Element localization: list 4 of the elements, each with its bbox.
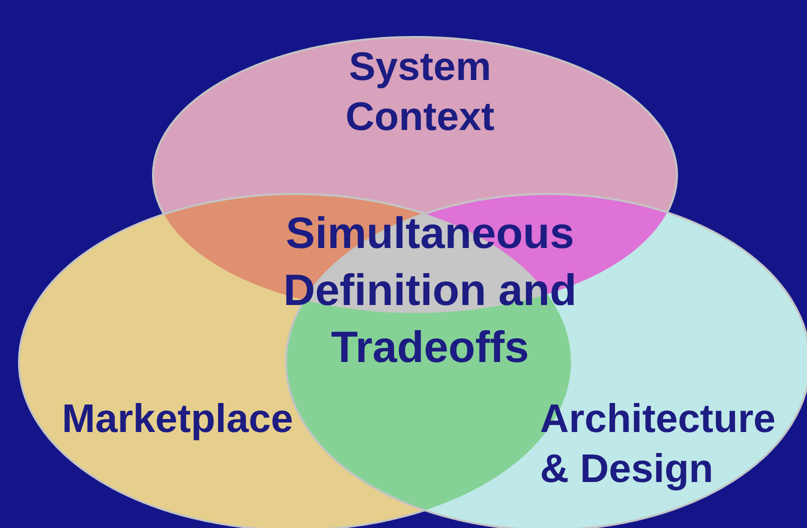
set-label: System Context bbox=[320, 42, 520, 142]
center-label: Simultaneous Definition and Tradeoffs bbox=[282, 208, 578, 374]
set-label: Architecture & Design bbox=[540, 394, 802, 494]
set-label: Marketplace bbox=[45, 394, 310, 444]
